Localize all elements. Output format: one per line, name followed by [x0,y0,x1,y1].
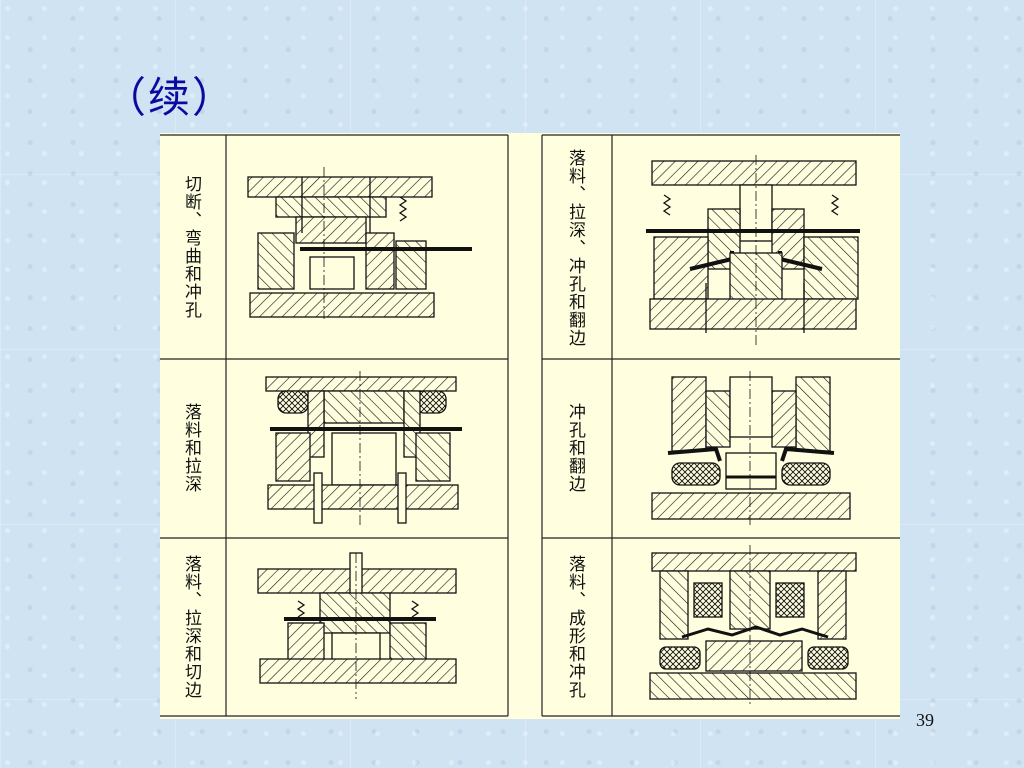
slide-title: （续） [104,73,237,122]
cell-label-6: 落料、成形和冲孔 [565,555,585,699]
cell-label-2: 落料和拉深 [181,403,201,493]
cell-label-1: 切断、弯曲和冲孔 [181,175,201,319]
page-number: 39 [916,710,934,730]
die-table: 切断、弯曲和冲孔 落料和拉深 落料、拉深和切边 落料、拉深、冲孔和翻边 冲孔和翻… [160,133,900,719]
drawing-blank-draw [265,371,462,525]
table-grid [160,134,900,717]
die-drawings [160,134,900,717]
cell-label-3: 落料、拉深和切边 [181,555,201,699]
cell-label-5: 冲孔和翻边 [565,403,585,493]
drawing-blank-form-pierce [649,545,857,705]
drawing-pierce-flange [651,371,851,525]
drawing-cut-bend-pierce [247,167,472,319]
drawing-blank-draw-trim [257,552,457,699]
drawing-blank-draw-pierce-flange [646,155,860,345]
cell-label-4: 落料、拉深、冲孔和翻边 [565,149,585,347]
